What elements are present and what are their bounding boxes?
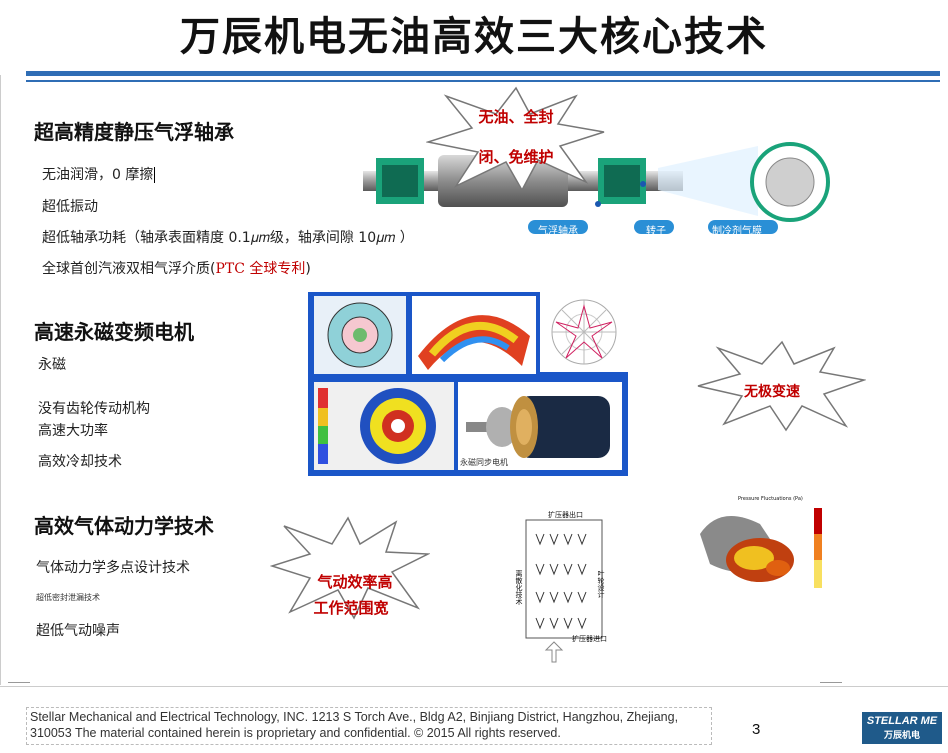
burst-2-text: 无极变速	[744, 384, 800, 400]
motor-fem-1	[314, 296, 406, 374]
section1-item-4-close: )	[305, 261, 311, 277]
slide-title: 万辰机电无油高效三大核心技术	[180, 13, 768, 60]
label-refrigerant-film: 制冷剂气膜	[712, 226, 762, 237]
motor-fem-2	[412, 296, 536, 374]
footer-divider	[0, 686, 948, 687]
logo-text-cn: 万辰机电	[883, 730, 920, 740]
section3-heading: 高效气体动力学技术	[34, 514, 214, 538]
diagram-left-label: 离散化技术	[515, 570, 523, 605]
section2-heading: 高速永磁变频电机	[34, 320, 194, 344]
motor-photo-label: 永磁同步电机	[460, 458, 508, 467]
section2-item-1: 永磁	[38, 357, 66, 373]
section2-item-2: 没有齿轮传动机构	[38, 401, 150, 417]
section1-item-1-text: 无油润滑，0 摩擦	[42, 167, 154, 183]
section2-item-4: 高效冷却技术	[38, 454, 122, 470]
diagram-right-label: 叶轮设计	[597, 570, 605, 598]
diffuser-diagram	[525, 519, 603, 663]
burst-3-line2: 工作范围宽	[313, 599, 389, 617]
burst-3-line1: 气动效率高	[317, 573, 393, 591]
footer-box	[26, 707, 712, 745]
text-cursor: ​	[154, 167, 156, 183]
logo-text-en: STELLAR ME	[866, 715, 938, 727]
motor-polar-plot	[540, 292, 628, 372]
page-number: 3	[752, 721, 761, 738]
corner-mark-left	[8, 682, 30, 683]
company-logo: STELLAR ME 万辰机电	[862, 712, 942, 744]
air-bearing-illustration	[363, 142, 830, 234]
burst-shape-3	[270, 516, 430, 620]
burst-shape-2	[697, 340, 866, 432]
diagram-top-label: 扩压器出口	[548, 511, 583, 519]
label-bg-1	[528, 220, 588, 234]
title-rule-thick	[26, 71, 940, 76]
section3-item-3: 超低气动噪声	[36, 623, 120, 639]
slide-left-border	[0, 75, 1, 685]
cfd-pressure-image	[700, 508, 822, 588]
label-air-bearing: 气浮轴承	[538, 226, 578, 237]
section3-item-2: 超低密封泄漏技术	[36, 593, 100, 602]
motor-fem-3	[314, 382, 454, 470]
motor-image-panel: 永磁同步电机	[308, 292, 628, 476]
section1-heading: 超高精度静压气浮轴承	[34, 120, 234, 144]
label-rotor: 转子	[646, 226, 666, 237]
diagram-bottom-label: 扩压器进口	[572, 635, 607, 643]
section1-item-1: 无油润滑，0 摩擦​	[42, 164, 156, 184]
corner-mark-right	[820, 682, 842, 683]
title-rule-thin	[26, 80, 940, 82]
cfd-title: Pressure Fluctuations (Pa)	[738, 496, 803, 502]
section1-item-3: 超低轴承功耗（轴承表面精度 0.1𝜇𝑚级，轴承间隙 10𝜇𝑚 ）	[42, 230, 414, 246]
burst-shape-1	[426, 86, 605, 192]
section1-item-4-text: 全球首创汽液双相气浮介质(	[42, 261, 216, 277]
motor-photo	[458, 382, 622, 470]
burst-1-line2: 闭、免维护	[478, 148, 554, 166]
patent-highlight: PTC 全球专利	[215, 261, 306, 277]
burst-1-line1: 无油、全封	[478, 108, 554, 126]
section3-item-1: 气体动力学多点设计技术	[36, 560, 190, 576]
section1-item-2: 超低振动	[42, 199, 98, 215]
section1-item-4: 全球首创汽液双相气浮介质(PTC 全球专利)	[42, 258, 311, 278]
footer-text: Stellar Mechanical and Electrical Techno…	[30, 710, 679, 740]
section2-item-3: 高速大功率	[38, 423, 108, 439]
